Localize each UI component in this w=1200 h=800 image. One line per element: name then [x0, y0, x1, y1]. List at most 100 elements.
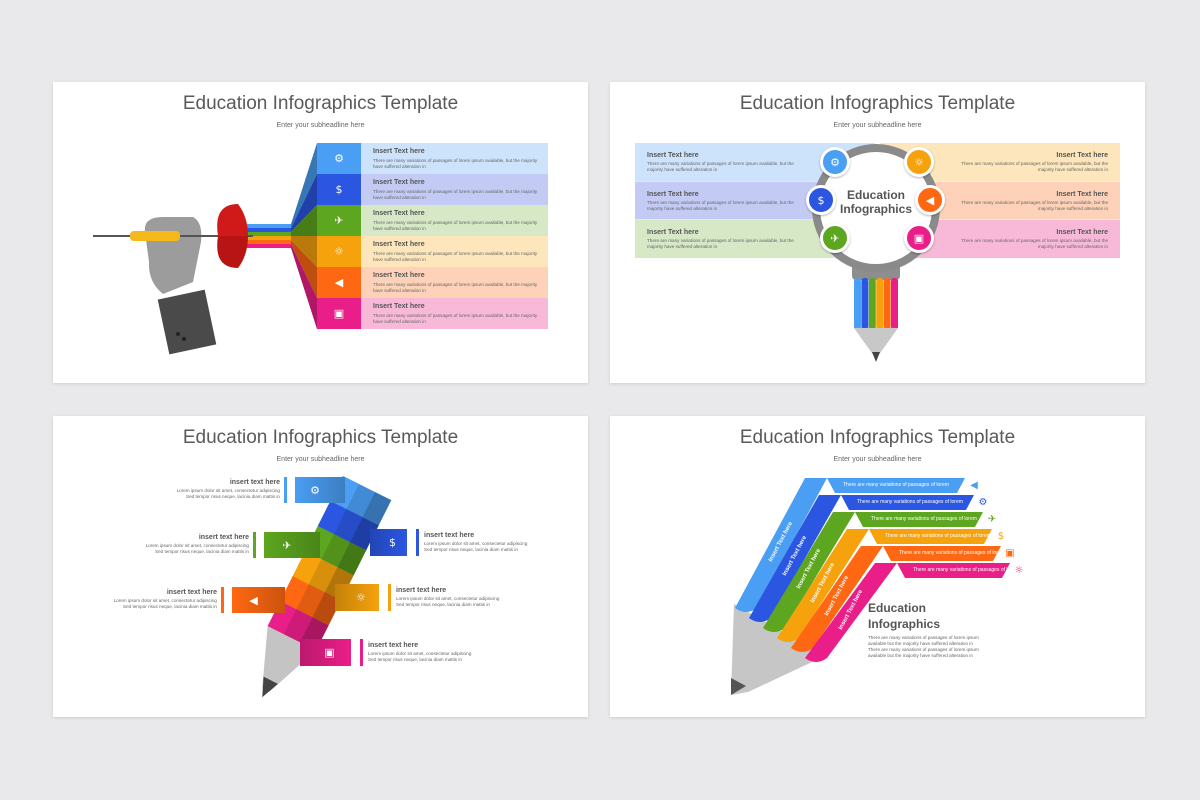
accent-bar	[221, 587, 224, 613]
plane-icon: ✈	[282, 538, 292, 552]
slide-diagonal-pencil-infographic[interactable]: Education Infographics Template Enter yo…	[610, 416, 1145, 717]
pencil-band	[763, 512, 855, 632]
megaphone-icon: ◀	[970, 479, 978, 491]
plane-icon: ✈	[820, 223, 850, 253]
icon-block	[370, 529, 407, 556]
row-heading: Insert Text here	[373, 210, 425, 217]
funnel-segment	[291, 143, 317, 228]
icon-block	[317, 205, 361, 236]
pencil-stripe	[883, 278, 891, 330]
crop-icon: ▣	[1005, 547, 1015, 559]
item-body-line2: Sed tempor risus neque, lacinia diam mat…	[368, 657, 462, 662]
icon-block	[335, 584, 379, 611]
center-title-line1: Education	[846, 188, 905, 202]
coins-icon: $	[997, 530, 1005, 542]
funnel-segment	[291, 174, 317, 232]
pencil-segment	[283, 609, 313, 643]
strip-text: There are many variations of passages of…	[857, 499, 963, 505]
funnel-segment	[291, 236, 317, 267]
rainbow-line	[243, 232, 291, 236]
row-body: There are many variations of passages of…	[961, 199, 1108, 211]
item-body-line1: Lorem ipsum dolor sit amet, consectetur …	[396, 596, 500, 601]
item-body-line1: Lorem ipsum dolor sit amet, consectetur …	[176, 488, 280, 493]
icon-block	[317, 267, 361, 298]
text-strip	[827, 478, 965, 493]
accent-bar	[253, 532, 256, 558]
row-heading: Insert Text here	[1056, 190, 1108, 198]
slide-subtitle: Enter your subheadline here	[833, 456, 922, 463]
pencil-segment	[346, 483, 376, 518]
target-icon: ⚙	[310, 483, 320, 497]
dart-flight	[217, 236, 248, 268]
pencil-segment	[267, 601, 297, 635]
slide-zigzag-pencil-infographic[interactable]: Education Infographics Template Enter yo…	[53, 416, 588, 717]
text-strip	[897, 563, 1010, 578]
row-heading: Insert Text here	[373, 303, 425, 310]
funnel-segment	[291, 205, 317, 236]
slide-subtitle: Enter your subheadline here	[833, 122, 922, 129]
row-body: There are many variations of passages of…	[647, 238, 794, 249]
pencil-segment	[362, 492, 392, 526]
crop-icon: ▣	[904, 223, 934, 253]
item-heading: insert text here	[368, 642, 419, 649]
item-body-line1: Lorem ipsum dolor sit amet, consectetur …	[424, 541, 528, 546]
bulb-icon: ☼	[1014, 564, 1024, 576]
pencil-stripe	[868, 278, 876, 330]
dart-barrel	[130, 231, 180, 241]
icon-block	[317, 143, 361, 174]
pencil-segment	[308, 559, 338, 593]
row-body: There are many variations of passages of…	[961, 161, 1108, 172]
row-body: There are many variations of passages of…	[647, 161, 794, 172]
plane-icon: ✈	[334, 214, 344, 227]
button	[176, 332, 180, 336]
text-strip	[883, 546, 1001, 561]
slide-title: Education Infographics Template	[182, 427, 459, 448]
row-body: There are many variations of passages of…	[373, 251, 538, 262]
center-title-line2: Infographics	[839, 202, 912, 216]
item-body-line2: Sed tempor risus neque, lacinia diam mat…	[186, 494, 280, 499]
row-heading: Insert Text here	[1056, 152, 1108, 159]
row-heading: Insert Text here	[373, 148, 425, 155]
item-body-line2: Sed tempor risus neque, lacinia diam mat…	[155, 549, 249, 554]
funnel-segment	[291, 244, 317, 329]
pencil-stripe	[876, 278, 884, 330]
bulb-icon: ☼	[334, 245, 344, 258]
megaphone-icon: ◀	[334, 276, 344, 289]
pencil-band	[805, 563, 897, 662]
row-heading: Insert Text here	[647, 190, 699, 198]
accent-bar	[388, 584, 391, 611]
pencil-stripe	[854, 278, 861, 330]
pencil-segment	[324, 567, 354, 601]
pencil-band	[735, 478, 827, 612]
rainbow-line	[243, 244, 291, 248]
row-body: There are many variations of passages of…	[647, 199, 794, 211]
rainbow-line	[243, 236, 291, 240]
slide-dart-infographic[interactable]: Education Infographics Template Enter yo…	[53, 82, 588, 383]
item-body-line2: Sed tempor risus neque, lacinia diam mat…	[424, 547, 518, 552]
row-heading: Insert Text here	[373, 272, 425, 279]
accent-bar	[416, 529, 419, 556]
icon-block	[295, 477, 345, 503]
row-heading: Insert Text here	[373, 179, 425, 186]
row-body: There are many variations of passages of…	[373, 220, 538, 231]
row-body: There are many variations of passages of…	[373, 313, 538, 324]
bulb-icon: ☼	[356, 591, 366, 604]
item-heading: insert text here	[229, 479, 280, 486]
sleeve	[157, 289, 217, 355]
pencil-tip	[872, 352, 880, 362]
slide-circle-pencil-infographic[interactable]: Education Infographics Template Enter yo…	[610, 82, 1145, 383]
funnel-segment	[291, 240, 317, 298]
crop-icon: ▣	[333, 307, 345, 320]
slide-title: Education Infographics Template	[739, 93, 1016, 114]
icon-block	[317, 298, 361, 329]
coins-icon: $	[806, 185, 836, 215]
strip-text: There are many variations of passages of…	[843, 482, 949, 488]
pencil-band	[791, 546, 883, 652]
